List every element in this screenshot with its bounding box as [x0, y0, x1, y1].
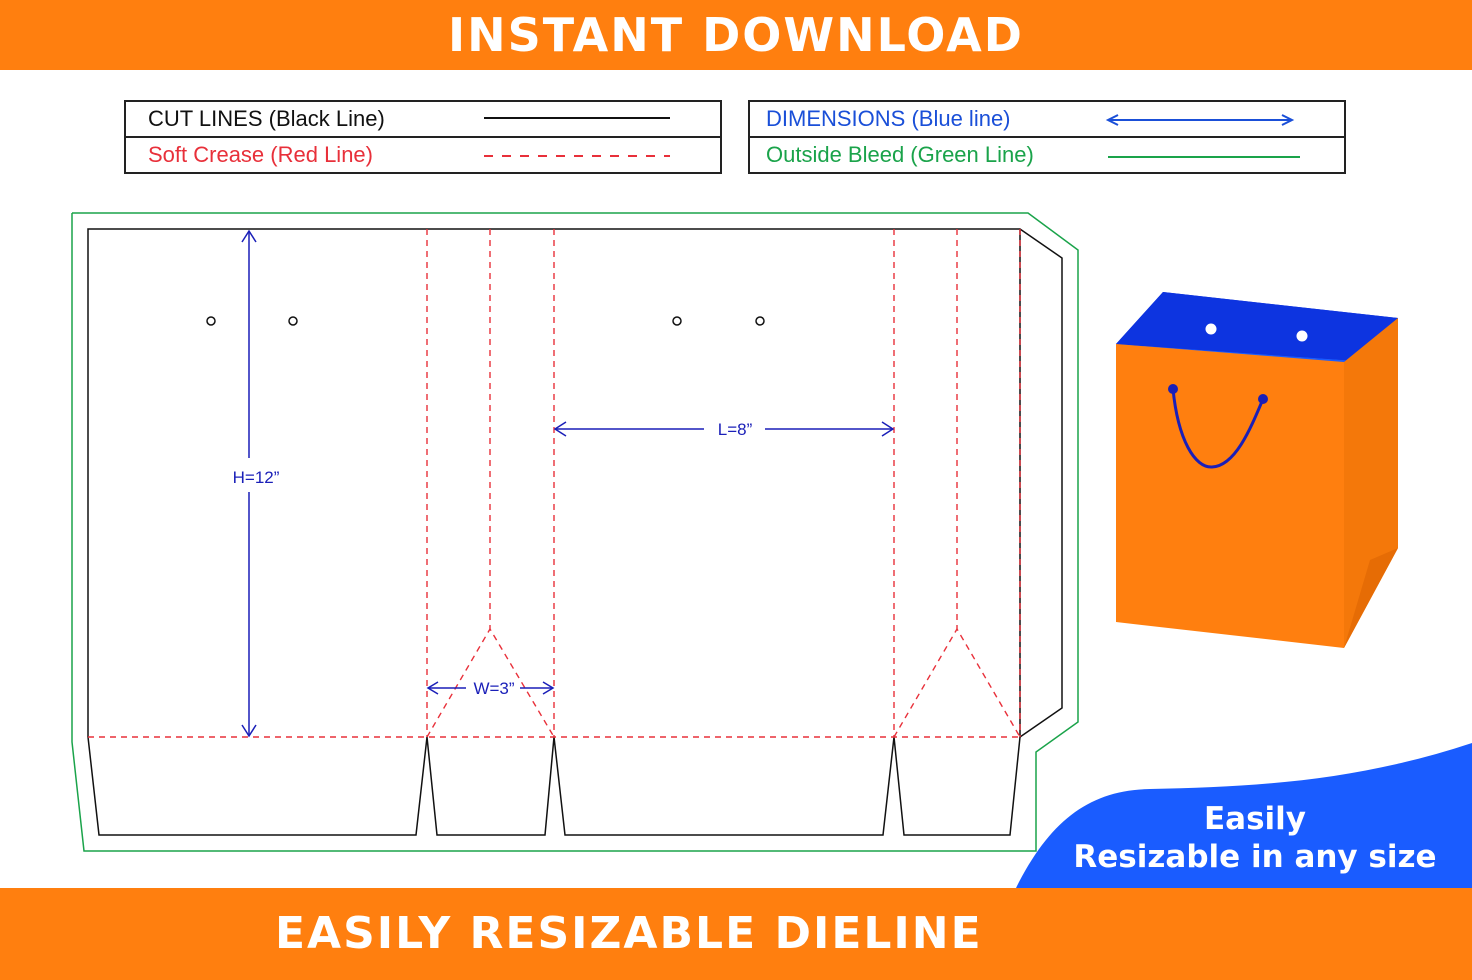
- banner-title: INSTANT DOWNLOAD: [448, 8, 1024, 62]
- legend-cut-label: CUT LINES (Black Line): [148, 106, 385, 131]
- height-dimension: [241, 229, 257, 738]
- legend-row-cut: CUT LINES (Black Line): [124, 100, 722, 138]
- hole-4: [755, 316, 765, 326]
- width-dimension: [426, 681, 555, 695]
- shopping-bag-icon: [1116, 292, 1398, 648]
- legend-left: CUT LINES (Black Line) Soft Crease (Red …: [124, 100, 722, 174]
- badge-line-2: Resizable in any size: [1073, 839, 1437, 875]
- legend-row-crease: Soft Crease (Red Line): [124, 136, 722, 174]
- hole-1: [206, 316, 216, 326]
- bottom-banner: EASILY RESIZABLE DIELINE: [0, 888, 1472, 980]
- hole-2: [288, 316, 298, 326]
- cut-line-sample: [484, 117, 670, 119]
- legend-bleed-label: Outside Bleed (Green Line): [766, 142, 1034, 167]
- footer-title: EASILY RESIZABLE DIELINE: [275, 908, 983, 959]
- top-banner: INSTANT DOWNLOAD: [0, 0, 1472, 70]
- width-label: W=3”: [473, 679, 514, 698]
- legend-right: DIMENSIONS (Blue line) Outside Bleed (Gr…: [748, 100, 1346, 174]
- legend-dimensions-label: DIMENSIONS (Blue line): [766, 106, 1011, 131]
- crease-lines: [88, 229, 1021, 738]
- bleed-outline: [71, 212, 1079, 852]
- resize-badge: Easily Resizable in any size: [1060, 800, 1450, 876]
- badge-line-1: Easily: [1203, 801, 1306, 837]
- legend-row-dimensions: DIMENSIONS (Blue line): [748, 100, 1346, 138]
- legend-row-bleed: Outside Bleed (Green Line): [748, 136, 1346, 174]
- hole-3: [672, 316, 682, 326]
- resize-badge-shape: [1016, 743, 1472, 888]
- length-dimension: [553, 421, 895, 437]
- bleed-line-sample: [1108, 156, 1300, 158]
- legend-crease-label: Soft Crease (Red Line): [148, 142, 373, 167]
- length-label: L=8”: [718, 420, 753, 439]
- handle-holes: [206, 316, 765, 326]
- dimension-arrow-sample: [1105, 114, 1295, 126]
- crease-line-sample: [484, 155, 670, 157]
- height-label: H=12”: [233, 468, 280, 487]
- cut-outline: [87, 228, 1063, 836]
